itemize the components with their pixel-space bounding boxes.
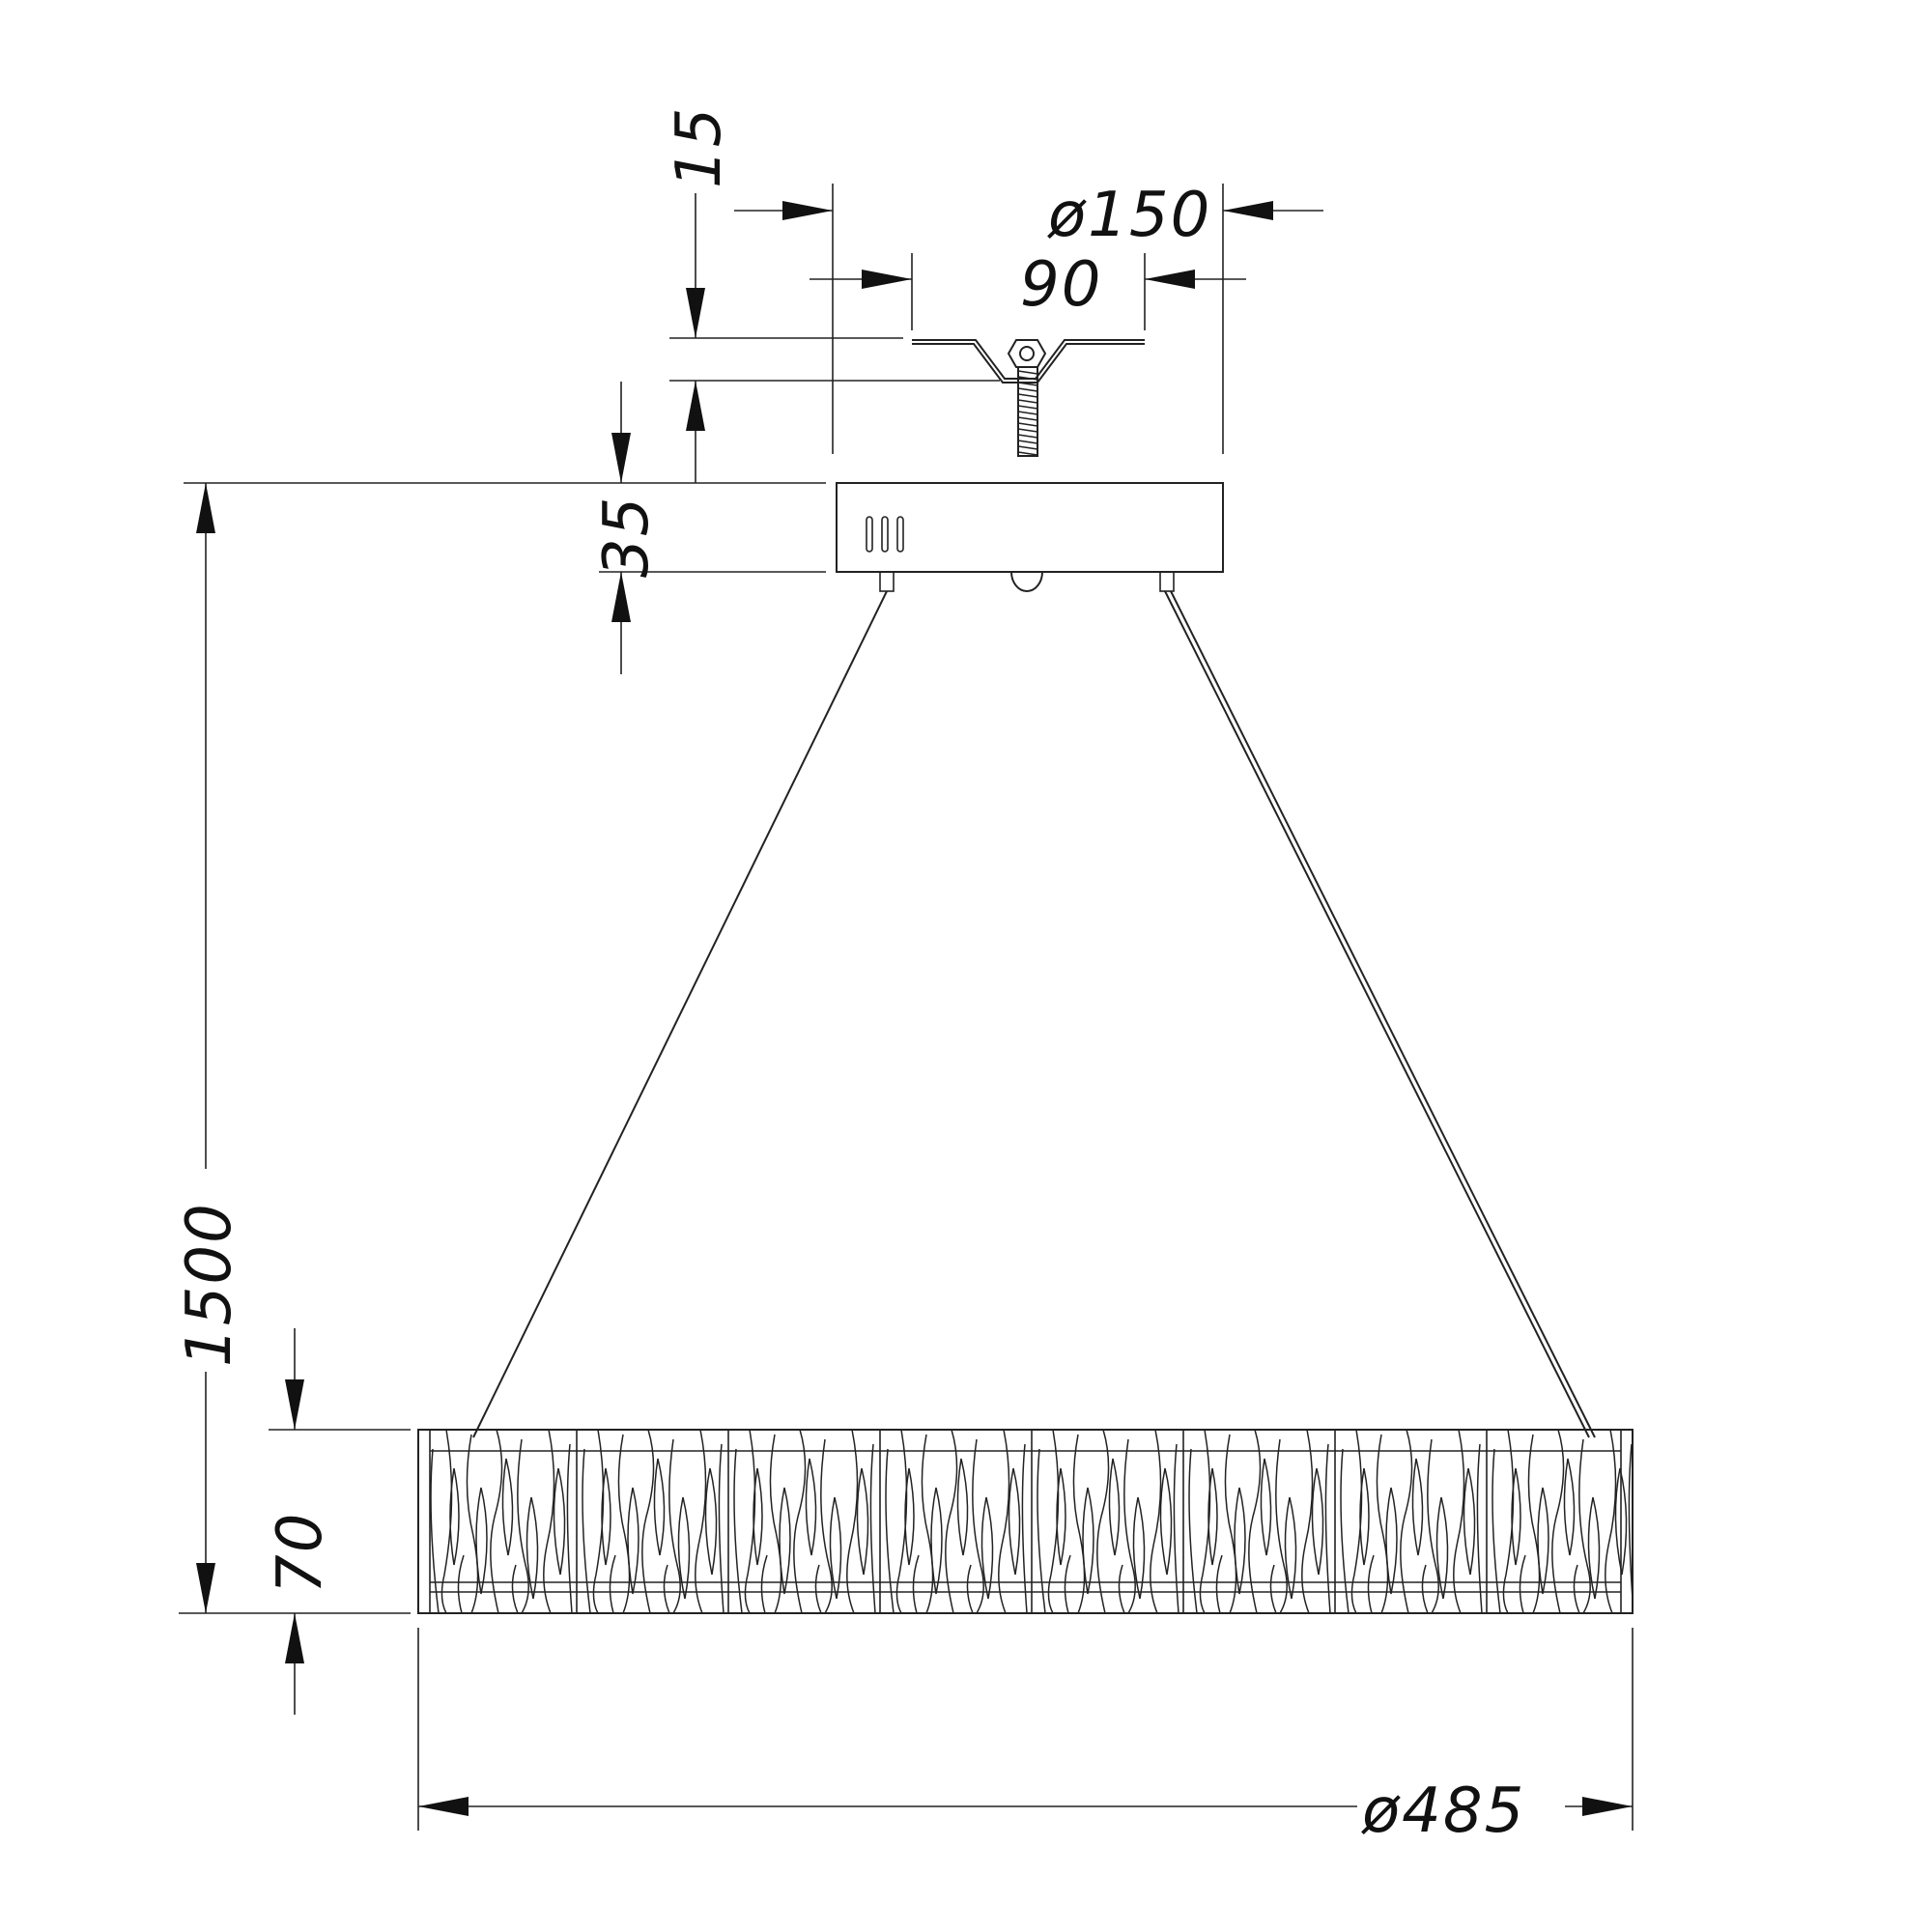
dim-label-70: 70 <box>265 1512 336 1594</box>
dim-label-35: 35 <box>591 496 663 578</box>
mounting-screw <box>1007 339 1047 457</box>
dim-label-ring-diameter: ø485 <box>1361 1776 1525 1847</box>
dimension-total-height: 1500 <box>174 483 245 1613</box>
dimension-clamp-offset: 15 <box>664 106 1000 483</box>
dimension-ring-height: 70 <box>179 1328 411 1715</box>
dimension-canopy-height: 35 <box>184 382 826 674</box>
dim-label-1500: 1500 <box>174 1202 245 1367</box>
dim-label-90: 90 <box>1020 249 1102 321</box>
dimension-ring-diameter: ø485 <box>417 1628 1634 1847</box>
dim-label-canopy-diameter: ø150 <box>1047 180 1211 251</box>
crystal-ring <box>417 1429 1634 1614</box>
dimension-bracket-width: 90 <box>810 249 1246 330</box>
dimension-canopy-diameter: ø150 <box>734 180 1323 454</box>
suspension-cables <box>472 590 1596 1438</box>
canopy <box>836 482 1224 592</box>
dim-label-15: 15 <box>664 106 735 188</box>
